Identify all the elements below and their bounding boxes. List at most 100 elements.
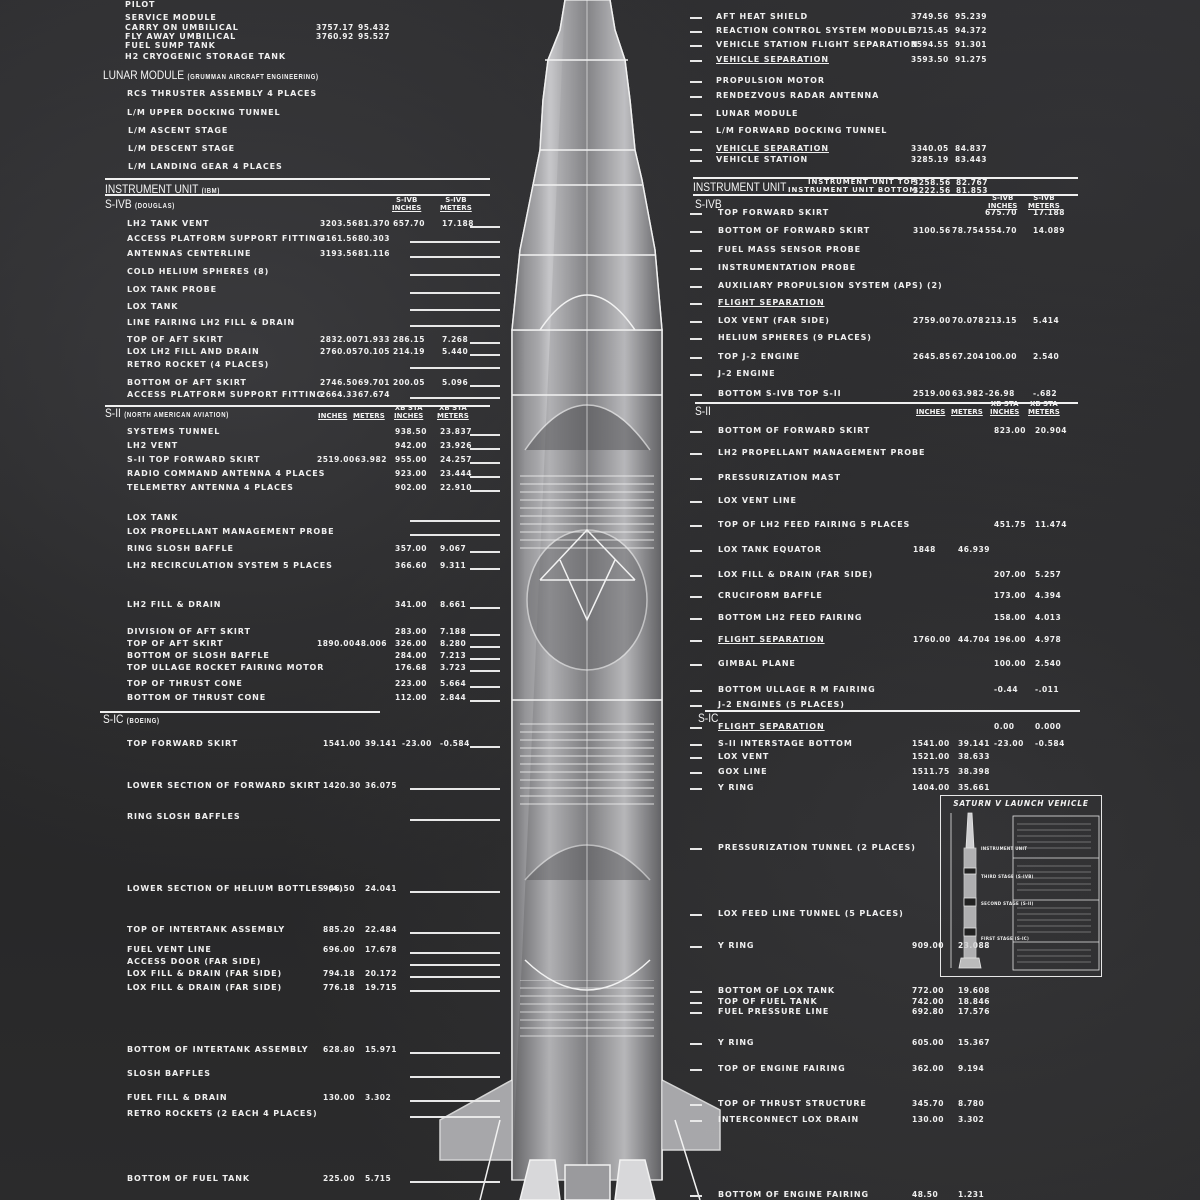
value-meters: 91.275 bbox=[955, 55, 987, 64]
value-sta-meters: 17.188 bbox=[1033, 208, 1065, 217]
row-label: LOWER SECTION OF HELIUM BOTTLES (4) bbox=[127, 884, 344, 893]
row-label: RING SLOSH BAFFLES bbox=[127, 812, 241, 821]
row-label: PROPULSION MOTOR bbox=[716, 76, 825, 85]
row-label: FUEL PRESSURE LINE bbox=[718, 1007, 830, 1016]
row-label: HELIUM SPHERES (9 PLACES) bbox=[718, 333, 872, 342]
row-label: SLOSH BAFFLES bbox=[127, 1069, 211, 1078]
leader-line bbox=[470, 568, 500, 570]
leader-line bbox=[690, 357, 702, 359]
value-meters: 67.204 bbox=[952, 352, 984, 361]
value-sta-meters: 5.440 bbox=[442, 347, 469, 356]
value-sta-meters: 17.188 bbox=[442, 219, 474, 228]
row-label: RADIO COMMAND ANTENNA 4 PLACES bbox=[127, 469, 326, 478]
value-sta-inches: -23.00 bbox=[994, 739, 1024, 748]
row-label: INTERCONNECT LOX DRAIN bbox=[718, 1115, 860, 1124]
leader-line bbox=[690, 338, 702, 340]
leader-line bbox=[690, 1120, 702, 1122]
leader-line bbox=[690, 250, 702, 252]
value-sta-inches: 213.15 bbox=[985, 316, 1017, 325]
col-header-inches: INCHES bbox=[318, 412, 348, 420]
value-meters: 15.971 bbox=[365, 1045, 397, 1054]
row-label: VEHICLE SEPARATION bbox=[716, 144, 829, 153]
label-lm-descent-stage: L/M DESCENT STAGE bbox=[128, 144, 236, 153]
value-sta-meters: 5.096 bbox=[442, 378, 469, 387]
row-label: LOX TANK bbox=[127, 302, 179, 311]
value-sta-meters: 4.394 bbox=[1035, 591, 1062, 600]
row-label: SYSTEMS TUNNEL bbox=[127, 427, 221, 436]
row-label: LOX TANK PROBE bbox=[127, 285, 217, 294]
leader-line bbox=[410, 1076, 500, 1078]
value-sta-meters: 20.904 bbox=[1035, 426, 1067, 435]
value-sta-inches: 173.00 bbox=[994, 591, 1026, 600]
value-inches: 48.50 bbox=[912, 1190, 939, 1199]
row-label: LOX TANK EQUATOR bbox=[718, 545, 822, 554]
leader-line bbox=[690, 772, 702, 774]
value-inches: 225.00 bbox=[323, 1174, 355, 1183]
value-meters: 17.678 bbox=[365, 945, 397, 954]
value-inches: 3258.56 bbox=[913, 178, 951, 187]
leader-line bbox=[690, 690, 702, 692]
value-sta-inches: 284.00 bbox=[395, 651, 427, 660]
row-label: LOX VENT (FAR SIDE) bbox=[718, 316, 830, 325]
row-label: GOX LINE bbox=[718, 767, 768, 776]
leader-line bbox=[410, 325, 500, 327]
row-label: TOP OF THRUST STRUCTURE bbox=[718, 1099, 867, 1108]
leader-line bbox=[470, 746, 500, 748]
row-label: BOTTOM OF LOX TANK bbox=[718, 986, 835, 995]
value-meters: 67.674 bbox=[358, 390, 390, 399]
value-meters: 94.372 bbox=[955, 26, 987, 35]
leader-line bbox=[690, 431, 702, 433]
value-sta-inches: 554.70 bbox=[985, 226, 1017, 235]
value-sta-inches: 366.60 bbox=[395, 561, 427, 570]
leader-line bbox=[410, 292, 500, 294]
row-label: Y RING bbox=[718, 783, 755, 792]
leader-line bbox=[470, 226, 500, 228]
row-label: TOP FORWARD SKIRT bbox=[718, 208, 830, 217]
value-meters: 81.853 bbox=[956, 186, 988, 195]
row-label: LOWER SECTION OF FORWARD SKIRT bbox=[127, 781, 321, 790]
value-sta-inches: 675.70 bbox=[985, 208, 1017, 217]
row-label: BOTTOM OF ENGINE FAIRING bbox=[718, 1190, 869, 1199]
label-h2-storage-tank: H2 CRYOGENIC STORAGE TANK bbox=[125, 52, 286, 61]
value-meters: 70.078 bbox=[952, 316, 984, 325]
row-label: TOP OF AFT SKIRT bbox=[127, 639, 224, 648]
row-label: J-2 ENGINE bbox=[718, 369, 776, 378]
row-label: FUEL FILL & DRAIN bbox=[127, 1093, 228, 1102]
row-label: TOP OF FUEL TANK bbox=[718, 997, 818, 1006]
leader-line bbox=[470, 354, 500, 356]
value-inches: 1541.00 bbox=[323, 739, 361, 748]
leader-line bbox=[690, 131, 702, 133]
value-inches: 2746.50 bbox=[320, 378, 358, 387]
leader-line bbox=[690, 727, 702, 729]
value-sta-meters: 9.311 bbox=[440, 561, 467, 570]
col-header-meters: METERS bbox=[951, 408, 983, 416]
value-meters: 38.398 bbox=[958, 767, 990, 776]
value-inches: 3757.17 bbox=[316, 23, 354, 32]
value-sta-inches: 100.00 bbox=[994, 659, 1026, 668]
value-sta-inches: 938.50 bbox=[395, 427, 427, 436]
value-sta-meters: 2.540 bbox=[1033, 352, 1060, 361]
value-inches: 362.00 bbox=[912, 1064, 944, 1073]
row-label: PRESSURIZATION TUNNEL (2 PLACES) bbox=[718, 843, 916, 852]
row-label: ANTENNAS CENTERLINE bbox=[127, 249, 252, 258]
value-meters: 69.701 bbox=[358, 378, 390, 387]
value-sta-inches: 955.00 bbox=[395, 455, 427, 464]
leader-line bbox=[690, 45, 702, 47]
row-label: DIVISION OF AFT SKIRT bbox=[127, 627, 251, 636]
value-inches: 130.00 bbox=[323, 1093, 355, 1102]
leader-line bbox=[410, 932, 500, 934]
value-inches: 2519.00 bbox=[317, 455, 355, 464]
value-sta-inches: 326.00 bbox=[395, 639, 427, 648]
value-meters: 38.633 bbox=[958, 752, 990, 761]
leader-line bbox=[690, 1195, 702, 1197]
value-sta-meters: 7.188 bbox=[440, 627, 467, 636]
value-sta-meters: -.011 bbox=[1035, 685, 1060, 694]
label-lm-landing-gear: L/M LANDING GEAR 4 PLACES bbox=[128, 162, 283, 171]
leader-line bbox=[470, 658, 500, 660]
leader-line bbox=[410, 534, 500, 536]
leader-line bbox=[690, 286, 702, 288]
value-sta-meters: 2.844 bbox=[440, 693, 467, 702]
row-label: AFT HEAT SHIELD bbox=[716, 12, 809, 21]
value-meters: 48.006 bbox=[355, 639, 387, 648]
